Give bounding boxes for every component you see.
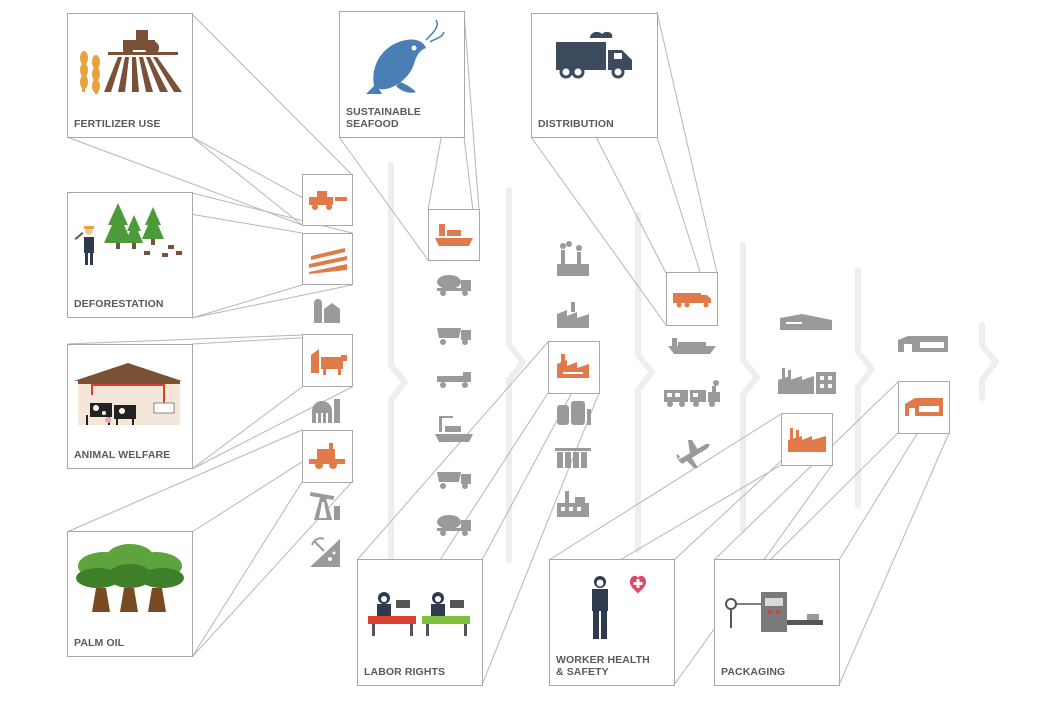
palm-oil-label: PALM OIL [74,637,125,649]
refinery-icon [555,448,591,468]
factory-icon [788,428,826,452]
dump-truck-icon [437,328,471,345]
deforestation-card: DEFORESTATION [67,192,193,318]
field-mini-card [302,233,353,285]
labor-rights-card: LABOR RIGHTS [357,559,483,686]
worker-health-icon [592,575,646,639]
sustainable-seafood-label-line2: SEAFOOD [346,118,399,130]
distribution-card: DISTRIBUTION [531,13,658,138]
deforestation-label: DEFORESTATION [74,298,164,310]
greenhouse-icon [312,399,340,423]
worker-health-label: WORKER HEALTH & SAFETY [556,654,650,678]
chemical-plant-icon [557,491,589,517]
sustainable-seafood-label: SUSTAINABLE SEAFOOD [346,106,421,130]
harvester-icon [309,191,347,210]
airplane-icon [676,440,710,468]
factory-icon [778,368,836,394]
packaging-machine-icon [725,592,823,632]
ship-mini-card [428,209,480,261]
factory-workers-icon [368,592,470,636]
crane-ship-icon [435,416,473,442]
tanks-icon [557,401,591,425]
fertilizer-use-label: FERTILIZER USE [74,118,161,130]
cement-truck-icon [437,275,471,296]
tractor-field-icon [80,30,182,94]
barn-mini-card [302,334,353,387]
oil-pump-icon [309,491,340,520]
ship-icon [435,224,473,246]
combine-mini-card [302,430,353,483]
truck-icon [673,293,711,308]
palm-trees-icon [76,544,184,612]
train-icon [664,380,720,407]
ship-icon [668,338,716,354]
harvester-mini-card [302,174,353,226]
sustainable-seafood-label-line1: SUSTAINABLE [346,106,421,118]
truck-icon [556,31,632,79]
retail-mini-card [898,381,950,434]
animal-welfare-card: ANIMAL WELFARE [67,344,193,469]
manufacturing-mini-card [781,413,833,466]
worker-health-label-line2: & SAFETY [556,666,609,678]
stage-chevrons [388,162,999,563]
distribution-label: DISTRIBUTION [538,118,614,130]
worker-health-card: WORKER HEALTH & SAFETY [549,559,675,686]
deforestation-icon [74,203,182,265]
factory-mini-card [548,341,600,394]
cement-truck-icon [437,515,471,536]
warehouse-icon [780,314,832,330]
barn-cow-icon [311,349,347,375]
barn-cows-icon [74,363,182,425]
plowed-field-icon [309,248,347,274]
truck-mini-card [666,272,718,326]
packaging-card: PACKAGING [714,559,840,686]
combine-icon [309,443,345,469]
packaging-label: PACKAGING [721,666,786,678]
silo-icon [314,299,340,323]
factory-smoke-icon [557,241,589,276]
labor-rights-label: LABOR RIGHTS [364,666,446,678]
animal-welfare-label: ANIMAL WELFARE [74,449,171,461]
plant-icon [557,302,589,328]
sustainable-seafood-card: SUSTAINABLE SEAFOOD [339,11,465,138]
flatbed-truck-icon [437,372,471,388]
store-icon [898,336,948,352]
fish-icon [366,19,445,94]
fertilizer-use-card: FERTILIZER USE [67,13,193,138]
worker-health-label-line1: WORKER HEALTH [556,654,650,666]
palm-oil-card: PALM OIL [67,531,193,657]
store-icon [905,398,943,416]
mining-icon [310,537,340,567]
factory-icon [557,354,589,378]
dump-truck-icon [437,472,471,489]
